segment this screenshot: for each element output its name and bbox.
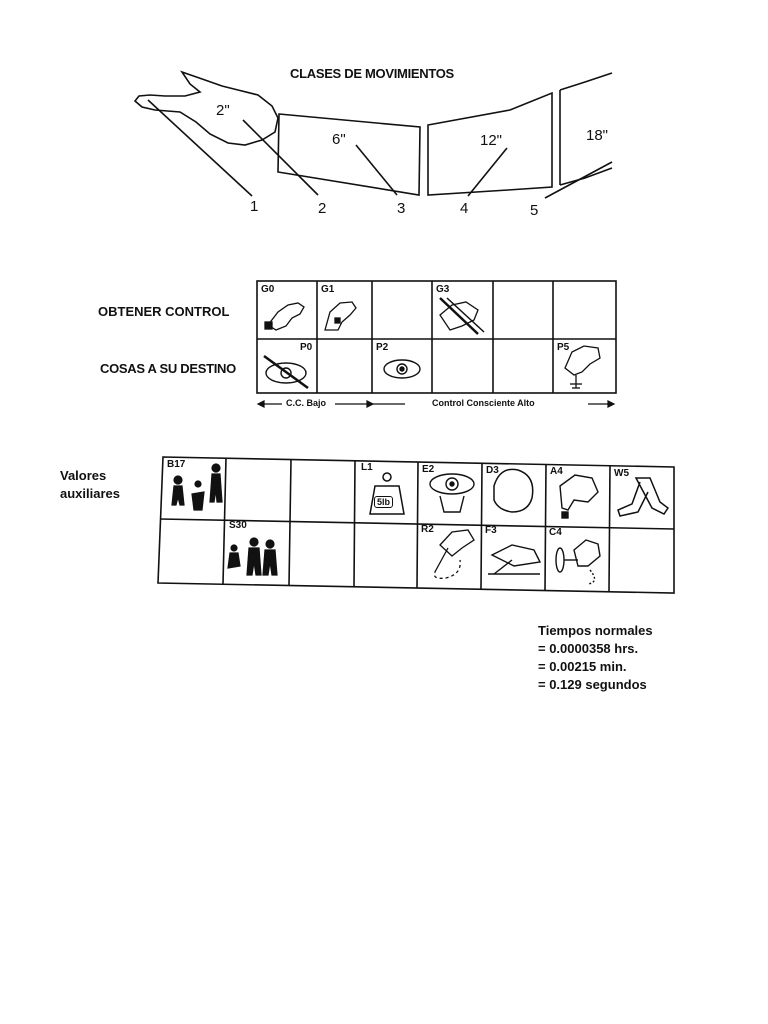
- code-e2: E2: [422, 464, 434, 475]
- code-f3: F3: [485, 525, 497, 536]
- weight-5lb-text: 5lb: [374, 496, 393, 508]
- code-w5: W5: [614, 468, 629, 479]
- times-title: Tiempos normales: [538, 622, 653, 640]
- times-minutes: = 0.00215 min.: [538, 658, 653, 676]
- code-l1: L1: [361, 462, 373, 473]
- aux-label-line1: Valores: [60, 468, 106, 483]
- code-c4: C4: [549, 527, 562, 538]
- times-seconds: = 0.129 segundos: [538, 676, 653, 694]
- times-block: Tiempos normales = 0.0000358 hrs. = 0.00…: [538, 622, 653, 694]
- code-b17: B17: [167, 459, 185, 470]
- b17-people-icon: [172, 464, 222, 510]
- code-a4: A4: [550, 466, 563, 477]
- r2-hand-reach-icon: [434, 530, 474, 578]
- f3-foot-pedal-icon: [488, 545, 540, 574]
- code-d3: D3: [486, 465, 499, 476]
- w5-walking-legs-icon: [618, 478, 668, 516]
- times-hours: = 0.0000358 hrs.: [538, 640, 653, 658]
- a4-hand-press-icon: [560, 475, 598, 518]
- e2-eye-focus-icon: [430, 474, 474, 512]
- code-r2: R2: [421, 524, 434, 535]
- aux-label-line2: auxiliares: [60, 486, 120, 501]
- d3-head-question-icon: [494, 469, 533, 512]
- code-s30: S30: [229, 520, 247, 531]
- c4-hand-crank-icon: [556, 540, 600, 584]
- s30-people-icon: [228, 538, 277, 575]
